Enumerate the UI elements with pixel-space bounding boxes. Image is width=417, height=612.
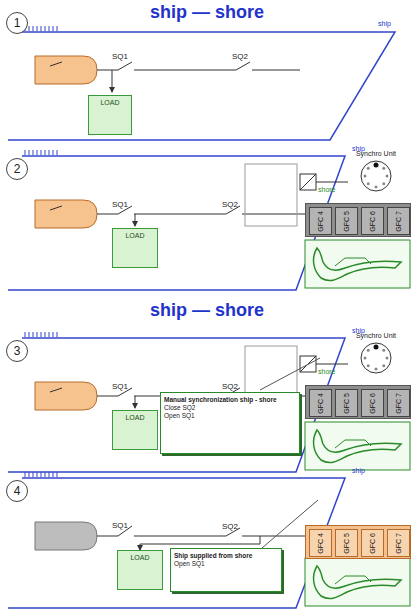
node-text: LOAD (113, 232, 157, 239)
gfc-unit: GFC 6 (361, 207, 384, 235)
switch-label: SQ1 (112, 200, 128, 209)
node-text: GFC 5 (343, 211, 350, 232)
node-text: LOAD (113, 414, 157, 421)
title: ship — shore (150, 2, 264, 23)
node-text: LOAD (89, 99, 131, 106)
node-text: 3 (14, 344, 21, 358)
switch-label: SQ1 (112, 521, 128, 530)
hull-label: ship (378, 20, 391, 27)
switch-label: SQ2 (222, 382, 238, 391)
node-text: GFC 7 (395, 393, 402, 414)
hull-label: ship (352, 467, 365, 474)
node-text: Open SQ1 (174, 560, 278, 568)
panel-number: 1 (6, 12, 28, 34)
gfc-group: GFC 4 GFC 5 GFC 6 GFC 7 (305, 385, 411, 419)
node-text: GFC 6 (369, 533, 376, 554)
node-text: Close SQ2 (164, 404, 296, 412)
gfc-unit: GFC 5 (335, 529, 358, 557)
gfc-unit: GFC 7 (387, 389, 410, 417)
switch-label: SQ2 (232, 52, 248, 61)
gfc-unit: GFC 4 (309, 529, 332, 557)
node-text: GFC 5 (343, 393, 350, 414)
gfc-unit: GFC 6 (361, 389, 384, 417)
switch-label: SQ2 (222, 200, 238, 209)
panel-number: 4 (6, 480, 28, 502)
shore-label: shore (318, 368, 336, 375)
gfc-unit: GFC 6 (361, 529, 384, 557)
gfc-unit: GFC 7 (387, 529, 410, 557)
hull-label: ship (352, 145, 365, 152)
node-text: GFC 4 (317, 393, 324, 414)
node-text: GFC 4 (317, 211, 324, 232)
synchroscope-dial (359, 159, 393, 193)
node-text: 4 (14, 484, 21, 498)
node-text: GFC 5 (343, 533, 350, 554)
node-text: GFC 6 (369, 393, 376, 414)
gfc-unit: GFC 5 (335, 389, 358, 417)
switch-label: SQ1 (112, 52, 128, 61)
note-heading: Ship supplied from shore (174, 552, 278, 560)
synchroscope-dial (359, 341, 393, 375)
gfc-group: GFC 4 GFC 5 GFC 6 GFC 7 (305, 525, 411, 559)
node-text: GFC 7 (395, 211, 402, 232)
panel-number: 2 (6, 158, 28, 180)
shore-label: shore (318, 186, 336, 193)
note-box: Manual synchronization ship - shoreClose… (160, 392, 300, 454)
node-text: 2 (14, 162, 21, 176)
switch-label: SQ1 (112, 382, 128, 391)
node-text: LOAD (118, 554, 162, 561)
node-text: GFC 7 (395, 533, 402, 554)
load-box: LOAD (88, 95, 132, 135)
synchro-unit: Synchro Unit (348, 150, 404, 196)
node-text: GFC 4 (317, 533, 324, 554)
switch-label: SQ2 (222, 522, 238, 531)
hull-label: ship (352, 327, 365, 334)
gfc-unit: GFC 5 (335, 207, 358, 235)
panel-number: 3 (6, 340, 28, 362)
note-heading: Manual synchronization ship - shore (164, 396, 296, 404)
note-box: Ship supplied from shoreOpen SQ1 (170, 548, 282, 592)
gfc-unit: GFC 7 (387, 207, 410, 235)
load-box: LOAD (112, 410, 158, 450)
load-box: LOAD (112, 228, 158, 268)
panel-heading: ship — shore (150, 300, 264, 321)
synchro-unit: Synchro Unit (348, 332, 404, 378)
node-text: GFC 6 (369, 211, 376, 232)
gfc-unit: GFC 4 (309, 207, 332, 235)
node-text: 1 (14, 16, 21, 30)
node-text: Open SQ1 (164, 412, 296, 420)
load-box: LOAD (117, 550, 163, 590)
gfc-group: GFC 4 GFC 5 GFC 6 GFC 7 (305, 203, 411, 237)
gfc-unit: GFC 4 (309, 389, 332, 417)
